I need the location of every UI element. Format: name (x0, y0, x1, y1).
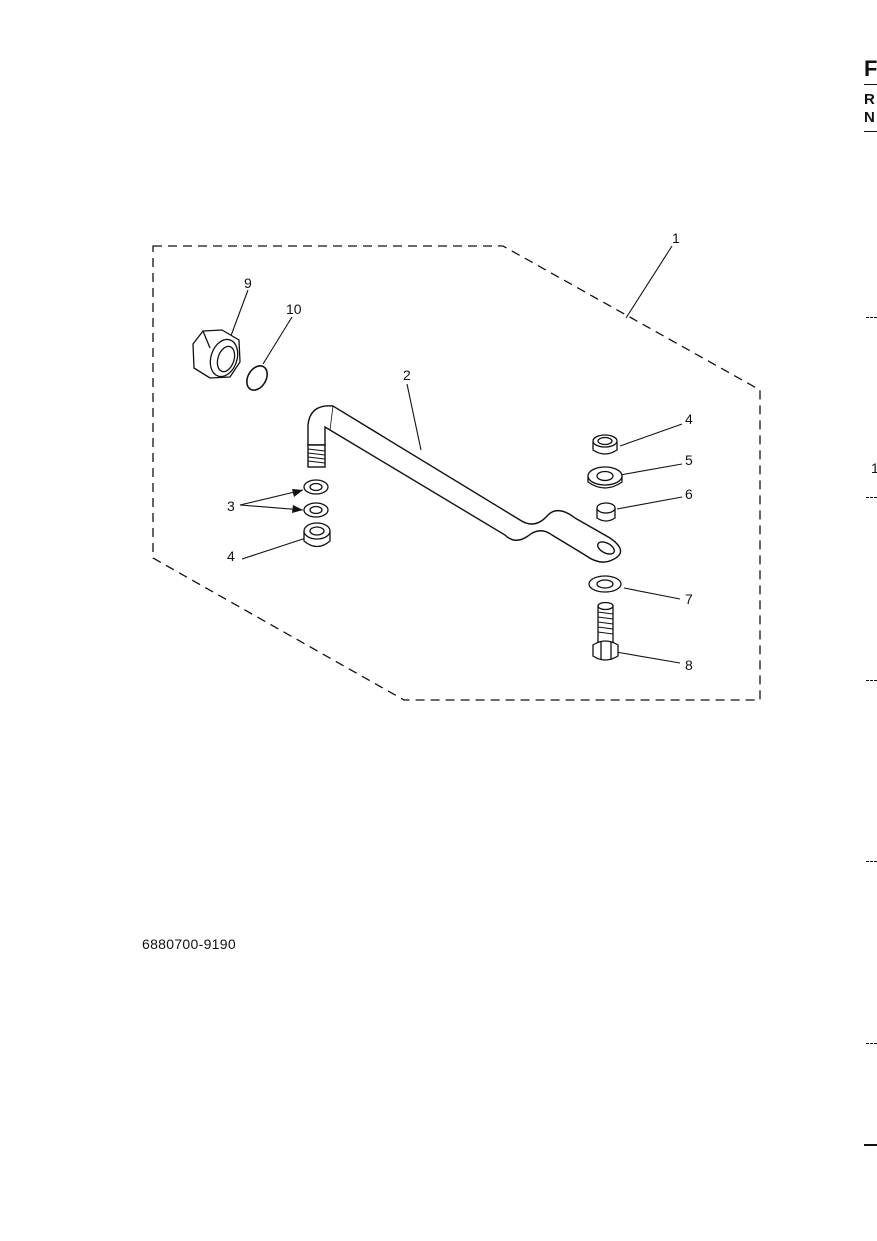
edge-tick-5 (866, 1043, 877, 1045)
edge-rule-1 (864, 84, 877, 85)
link-rod-part-2 (307, 405, 622, 563)
callout-5: 5 (685, 452, 693, 468)
callout-7: 7 (685, 591, 693, 607)
hex-nut-part-9 (192, 329, 241, 379)
edge-tick-3 (866, 680, 877, 682)
callout-4-right: 4 (685, 411, 693, 427)
nut-part-4-left (303, 522, 331, 548)
callout-1: 1 (672, 230, 680, 246)
callout-labels: 1 2 3 4 4 5 6 7 8 9 10 (227, 230, 693, 673)
washers-part-3 (303, 479, 329, 518)
illustration-part-number: 6880700-9190 (142, 936, 236, 952)
edge-letter-r: R (864, 91, 875, 108)
collar-part-6 (596, 502, 616, 522)
nut-part-4-right (592, 434, 618, 455)
leader-lines (228, 245, 683, 664)
kit-boundary (152, 245, 761, 701)
edge-rule-2 (864, 131, 877, 132)
callout-10: 10 (286, 301, 302, 317)
washer-part-7 (588, 575, 622, 593)
edge-rule-3 (864, 1144, 877, 1146)
edge-tick-4 (866, 861, 877, 863)
edge-letter-f: F (864, 56, 877, 81)
callout-2: 2 (403, 367, 411, 383)
washer-part-5 (587, 466, 623, 489)
callout-3: 3 (227, 498, 235, 514)
edge-letter-n: N (864, 109, 875, 126)
callout-6: 6 (685, 486, 693, 502)
callout-9: 9 (244, 275, 252, 291)
edge-tick-1 (866, 317, 877, 319)
callout-4-left: 4 (227, 548, 235, 564)
callout-8: 8 (685, 657, 693, 673)
bolt-part-8 (592, 601, 619, 661)
arrowheads (292, 489, 303, 513)
edge-number-1: 1 (871, 460, 877, 476)
o-ring-part-10 (246, 365, 268, 391)
edge-tick-2 (866, 497, 877, 499)
